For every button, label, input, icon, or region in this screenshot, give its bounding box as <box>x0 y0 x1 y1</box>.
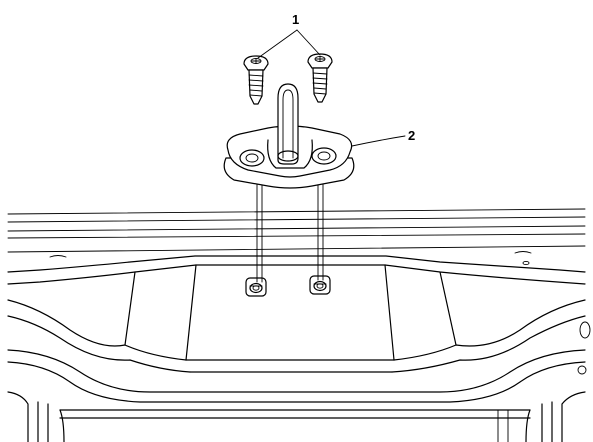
threaded-hole-left <box>245 277 267 297</box>
callout-label-1: 1 <box>292 12 299 27</box>
callout-leaders <box>257 29 406 147</box>
threaded-hole-right <box>309 275 331 295</box>
alignment-lines <box>256 177 324 283</box>
callout-label-2: 2 <box>408 128 415 143</box>
screw-right <box>307 53 333 103</box>
screw-left <box>243 55 269 105</box>
body-panel <box>7 208 591 442</box>
striker-assembly <box>223 83 355 189</box>
